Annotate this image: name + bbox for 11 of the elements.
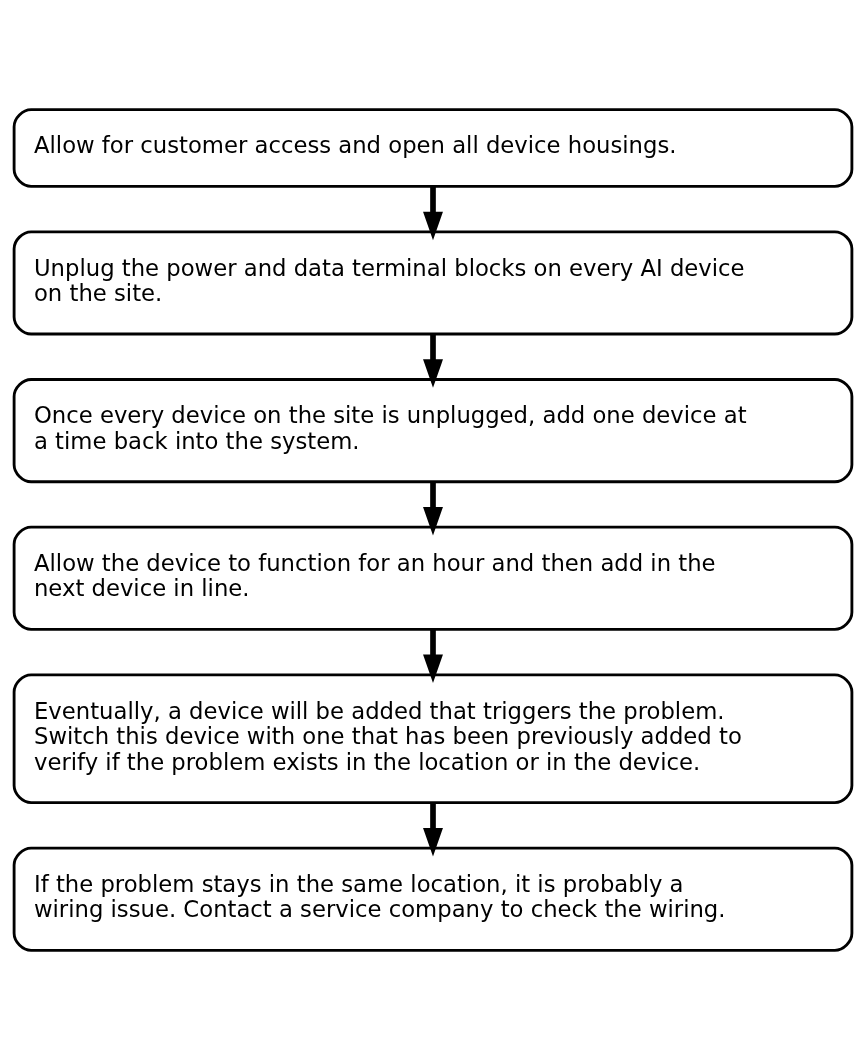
node-box: If the problem stays in the same location, it is probably a wiring issue. Contact a service company to check the wiring. [12, 846, 854, 952]
node-box: Allow for customer access and open all device housings. [12, 107, 854, 188]
arrow [423, 481, 443, 536]
node-box: Allow the device to function for an hour and then add in the next device in line. [12, 525, 854, 631]
arrow [423, 802, 443, 856]
arrow [423, 629, 443, 683]
arrow [423, 333, 443, 388]
arrow [423, 186, 443, 240]
node-box: Once every device on the site is unplugged, add one device at a time back into the system. [12, 377, 854, 483]
node-box: Unplug the power and data terminal blocks on every AI device on the site. [12, 229, 854, 335]
node-box: Eventually, a device will be added that triggers the problem. Switch this device with one that has been previously added to verify if the problem exists in the location or in the device. [12, 672, 854, 804]
